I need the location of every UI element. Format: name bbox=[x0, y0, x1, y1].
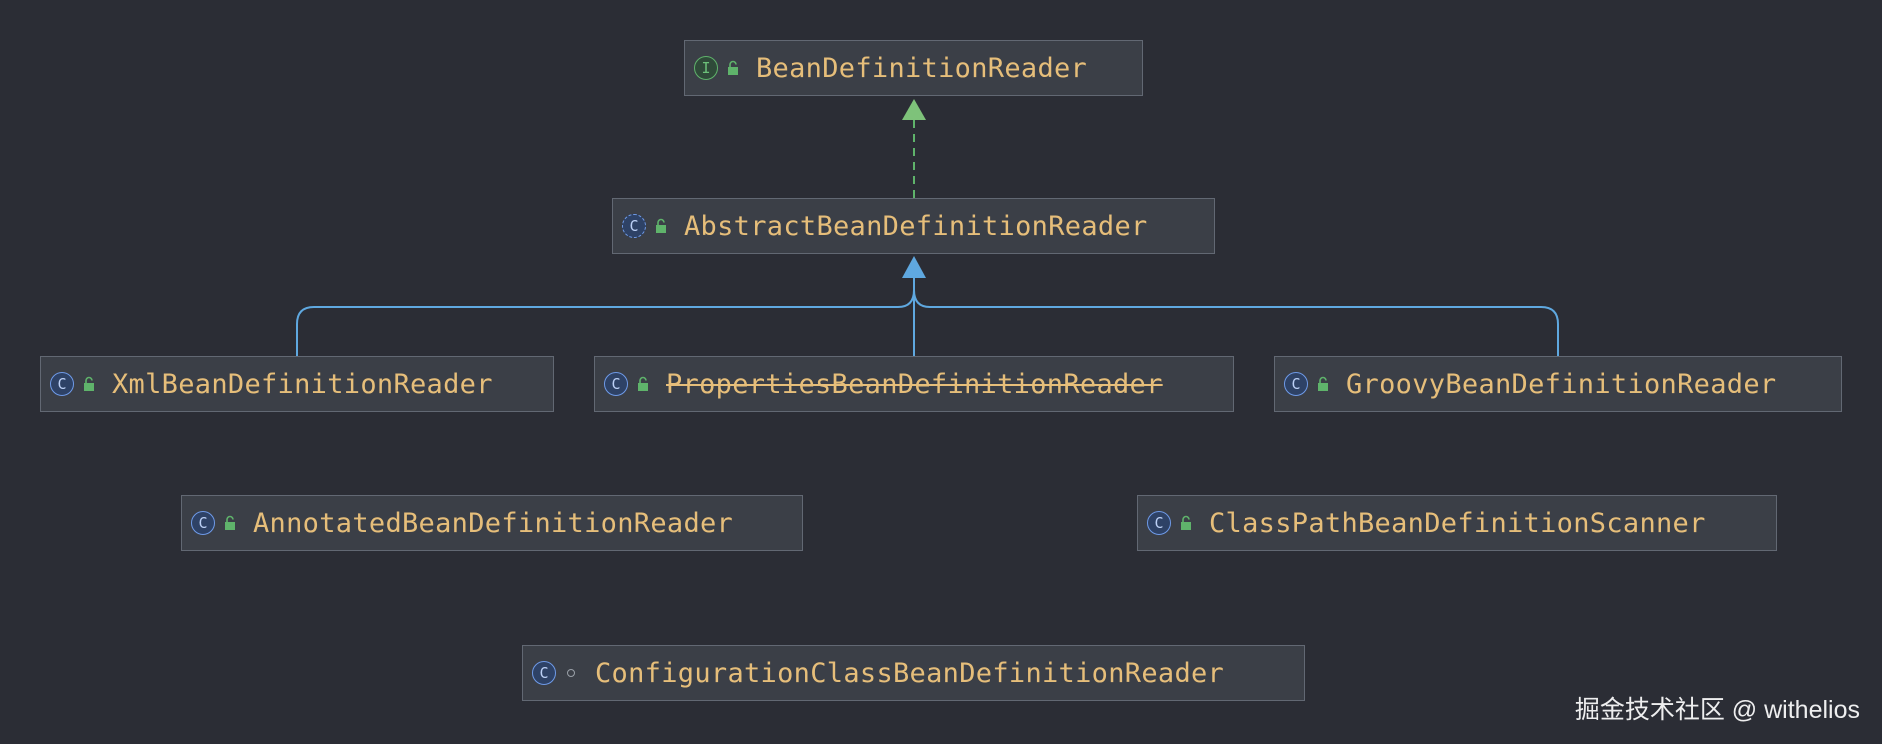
interface-icon: I bbox=[694, 56, 718, 80]
public-lock-icon bbox=[728, 60, 738, 75]
class-name: ClassPathBeanDefinitionScanner bbox=[1209, 507, 1706, 539]
class-icon: C bbox=[1147, 511, 1171, 535]
class-icon: C bbox=[191, 511, 215, 535]
abstract-class-icon: C bbox=[622, 214, 646, 238]
node-abstract-bean-definition-reader[interactable]: C AbstractBeanDefinitionReader bbox=[612, 198, 1215, 254]
node-configuration-class-bean-definition-reader[interactable]: C ConfigurationClassBeanDefinitionReader bbox=[522, 645, 1305, 701]
class-name-deprecated: PropertiesBeanDefinitionReader bbox=[666, 368, 1163, 400]
class-icon: C bbox=[604, 372, 628, 396]
watermark: 掘金技术社区 @ withelios bbox=[1574, 696, 1860, 724]
edge-implements-arrowhead bbox=[902, 99, 926, 120]
node-class-path-bean-definition-scanner[interactable]: C ClassPathBeanDefinitionScanner bbox=[1137, 495, 1777, 551]
class-name: BeanDefinitionReader bbox=[756, 52, 1088, 84]
public-lock-icon bbox=[656, 218, 666, 233]
class-name: ConfigurationClassBeanDefinitionReader bbox=[595, 657, 1225, 689]
class-icon: C bbox=[532, 661, 556, 685]
node-xml-bean-definition-reader[interactable]: C XmlBeanDefinitionReader bbox=[40, 356, 554, 412]
class-name: GroovyBeanDefinitionReader bbox=[1346, 368, 1777, 400]
public-lock-icon bbox=[225, 515, 235, 530]
class-name: AbstractBeanDefinitionReader bbox=[684, 210, 1148, 242]
edge-extends-groovy bbox=[913, 274, 1559, 356]
public-lock-icon bbox=[1181, 515, 1191, 530]
node-groovy-bean-definition-reader[interactable]: C GroovyBeanDefinitionReader bbox=[1274, 356, 1842, 412]
package-private-icon bbox=[567, 669, 575, 677]
node-annotated-bean-definition-reader[interactable]: C AnnotatedBeanDefinitionReader bbox=[181, 495, 803, 551]
class-name: XmlBeanDefinitionReader bbox=[112, 368, 493, 400]
edge-extends-xml bbox=[296, 274, 915, 356]
node-properties-bean-definition-reader[interactable]: C PropertiesBeanDefinitionReader bbox=[594, 356, 1234, 412]
class-name: AnnotatedBeanDefinitionReader bbox=[253, 507, 734, 539]
public-lock-icon bbox=[638, 376, 648, 391]
class-icon: C bbox=[50, 372, 74, 396]
public-lock-icon bbox=[84, 376, 94, 391]
class-icon: C bbox=[1284, 372, 1308, 396]
public-lock-icon bbox=[1318, 376, 1328, 391]
node-bean-definition-reader[interactable]: I BeanDefinitionReader bbox=[684, 40, 1143, 96]
edge-extends-arrowhead bbox=[902, 256, 926, 278]
